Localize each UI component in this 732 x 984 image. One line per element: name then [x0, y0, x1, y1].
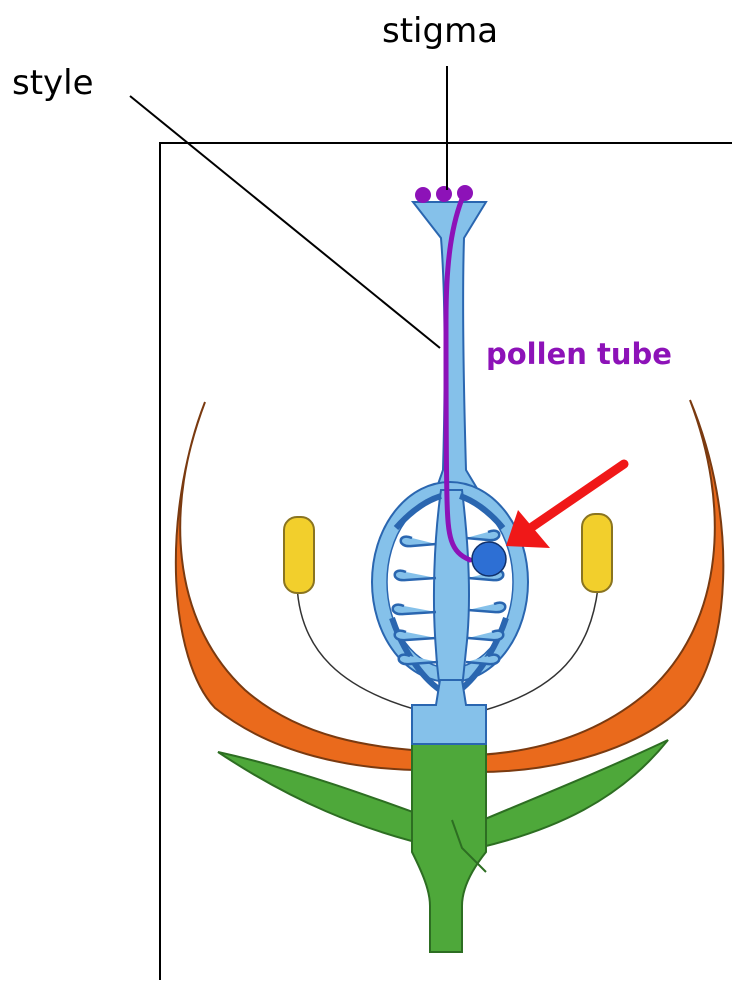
pollen-grain	[436, 186, 452, 202]
receptacle	[412, 742, 486, 952]
egg-cell	[472, 542, 506, 576]
ovary-base	[412, 680, 486, 744]
pollen-grain	[457, 185, 473, 201]
pollen-tube-label: pollen tube	[486, 340, 672, 369]
pollen-grain	[415, 187, 431, 203]
style-leader-line	[130, 96, 440, 348]
right-anther	[582, 514, 612, 592]
left-anther	[284, 517, 314, 593]
red-arrow-shaft	[532, 464, 624, 527]
stigma-label: stigma	[382, 14, 498, 48]
style-label: style	[12, 66, 94, 100]
placenta	[434, 490, 469, 705]
